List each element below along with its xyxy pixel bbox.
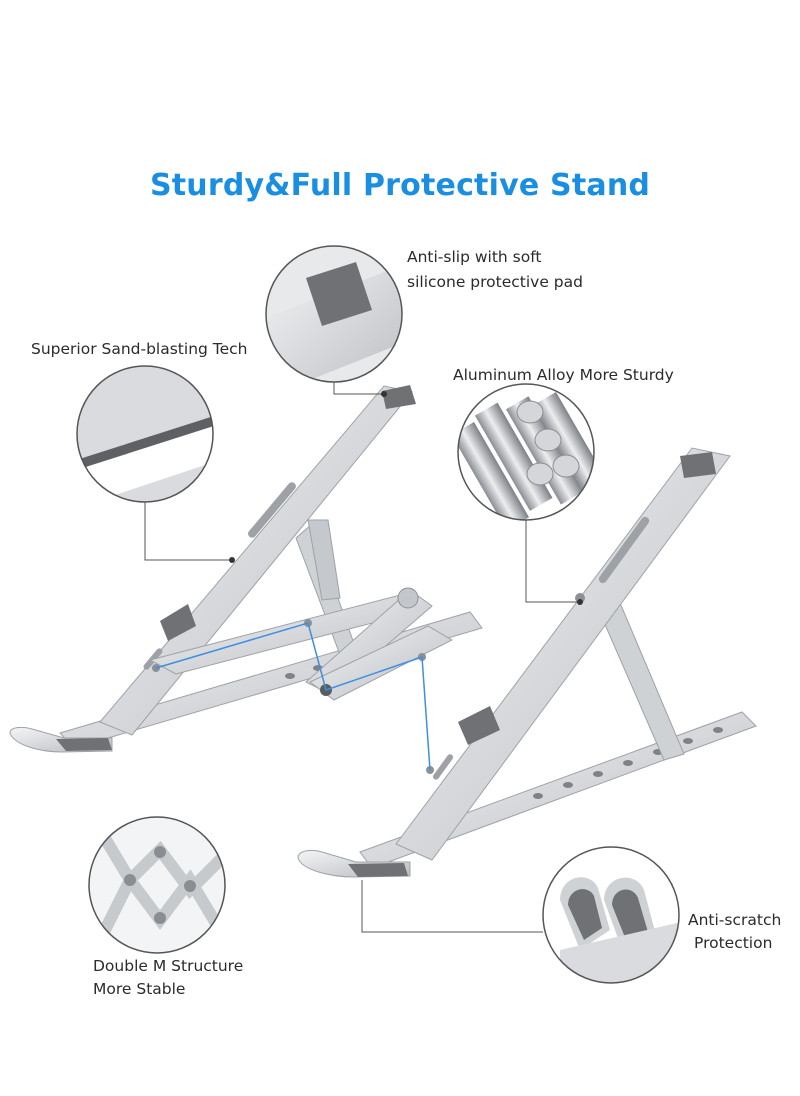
detail-circle-pad <box>265 245 403 383</box>
back-top-pad <box>382 385 416 409</box>
front-top-bar <box>395 447 731 861</box>
front-mid-pad <box>458 706 500 745</box>
detail-circle-surface <box>76 365 214 503</box>
back-slot-1 <box>248 482 296 538</box>
x-hinge <box>148 587 454 774</box>
callout-dot <box>229 557 235 563</box>
label-sand-blasting: Superior Sand-blasting Tech <box>31 340 248 358</box>
label-anti-scratch-line-1: Anti-scratch <box>688 911 782 929</box>
callout-dot <box>381 391 387 397</box>
callout-lines <box>144 382 580 933</box>
label-anti-slip-line-2: silicone protective pad <box>407 273 583 291</box>
front-front-pad <box>348 863 408 877</box>
label-double-m: Double M Structure More Stable <box>93 955 243 1001</box>
hinge-highlight-lines <box>155 622 431 771</box>
label-anti-scratch: Anti-scratch Protection <box>688 909 781 955</box>
label-double-m-line-2: More Stable <box>93 980 186 998</box>
front-base-holes <box>533 727 723 799</box>
label-double-m-line-1: Double M Structure <box>93 957 244 975</box>
front-slot-1 <box>598 516 650 584</box>
back-mid-pad <box>160 604 196 641</box>
front-top-pad <box>680 452 716 478</box>
label-anti-slip-line-1: Anti-slip with soft <box>407 248 542 266</box>
back-support-leg-2 <box>307 519 341 601</box>
callout-dot <box>577 599 583 605</box>
front-stand <box>297 447 757 878</box>
label-aluminum: Aluminum Alloy More Sturdy <box>453 366 674 384</box>
detail-circle-x-structure <box>88 816 226 954</box>
back-front-pad <box>56 738 112 751</box>
label-anti-slip: Anti-slip with soft silicone protective … <box>407 246 583 294</box>
detail-circle-rods <box>457 383 595 521</box>
front-slot-2 <box>432 754 454 780</box>
hinge-pivot <box>397 587 419 609</box>
page-title: Sturdy&Full Protective Stand <box>149 168 651 203</box>
label-anti-scratch-line-2: Protection <box>694 934 773 952</box>
detail-circle-anti-scratch <box>542 846 680 984</box>
